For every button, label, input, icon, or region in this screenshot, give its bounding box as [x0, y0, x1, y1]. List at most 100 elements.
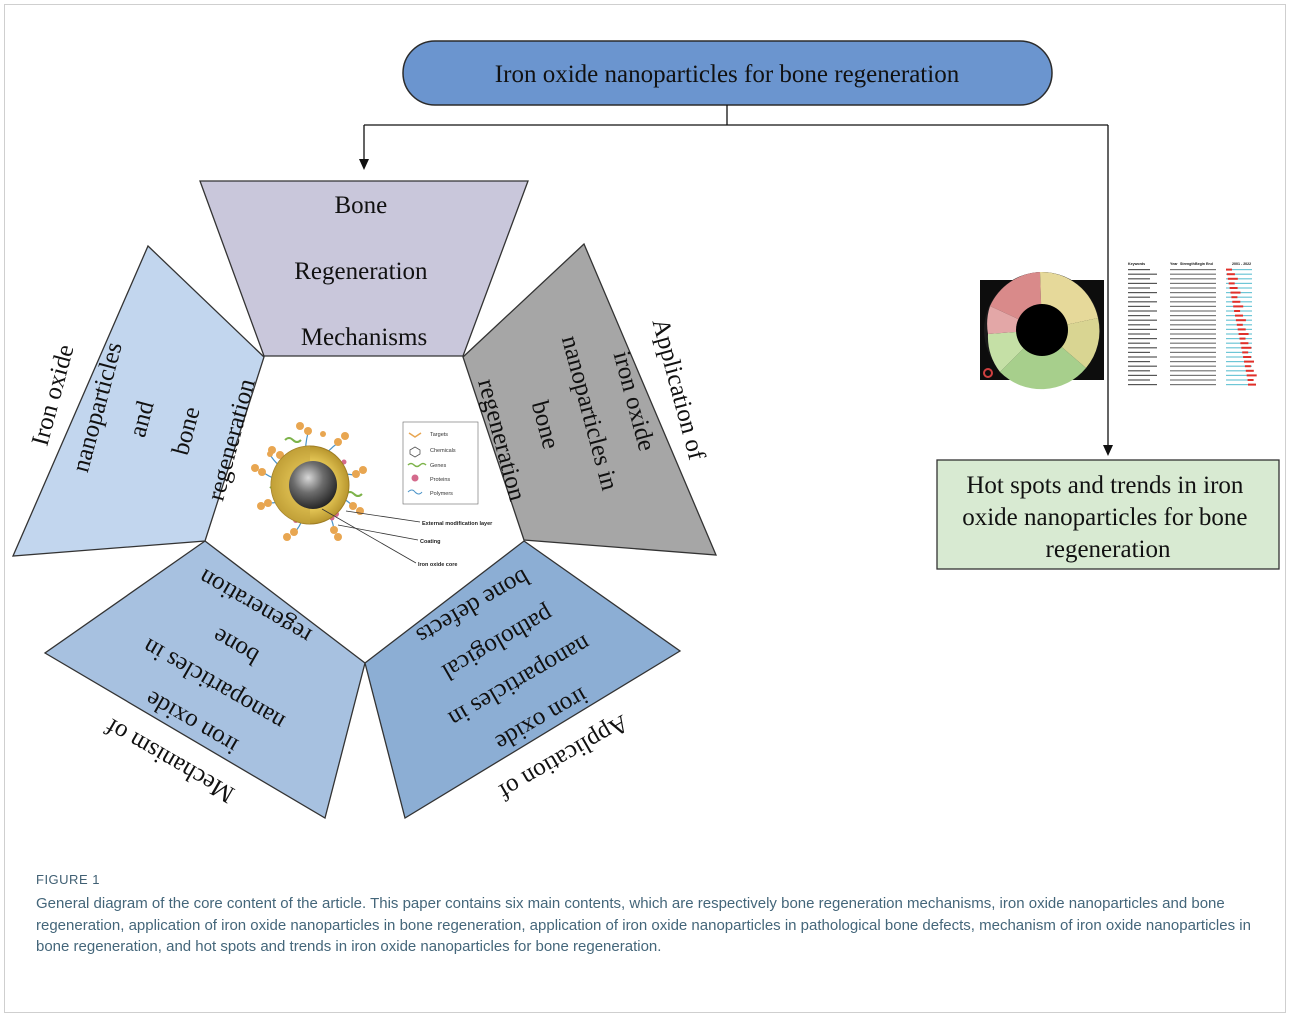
table-row-values-placeholder	[1170, 269, 1216, 271]
table-row-placeholder	[1128, 333, 1150, 335]
figure-caption: FIGURE 1 General diagram of the core con…	[36, 872, 1256, 958]
svg-text:Keywords Year Stre: Keywords Year Strength Begin End 2001 - …	[1128, 262, 1251, 266]
table-row-placeholder	[1128, 278, 1150, 280]
table-row-placeholder	[1128, 287, 1150, 289]
title-text: Iron oxide nanoparticles for bone regene…	[495, 61, 960, 88]
top-line-1: Bone	[334, 192, 387, 219]
label-external-layer: External modification layer	[422, 521, 493, 527]
burst-highlight-bar	[1241, 346, 1252, 349]
burst-highlight-bar	[1246, 374, 1257, 377]
table-row-values-placeholder	[1170, 273, 1216, 275]
table-row-placeholder	[1128, 365, 1157, 367]
caption-text: General diagram of the core content of t…	[36, 895, 1251, 955]
arrowhead-right	[1103, 445, 1113, 456]
burst-highlight-bar	[1226, 273, 1235, 276]
table-row-values-placeholder	[1170, 365, 1216, 367]
table-header-begin: Begin	[1195, 262, 1205, 266]
label-coating: Coating	[420, 539, 440, 545]
burst-highlight-bar	[1247, 379, 1254, 381]
table-row-placeholder	[1128, 374, 1157, 376]
table-row-placeholder	[1128, 351, 1150, 353]
legend-polymers: Polymers	[430, 491, 453, 497]
table-row-placeholder	[1128, 319, 1157, 321]
wheel-segment-green	[1000, 330, 1086, 390]
svg-text:Bone Regeneration Mech: Bone Regeneration Mechanisms	[294, 192, 434, 351]
legend-chemicals: Chemicals	[430, 448, 456, 454]
table-row-values-placeholder	[1170, 305, 1216, 307]
table-row-placeholder	[1128, 356, 1157, 358]
arrowhead-left	[359, 159, 369, 170]
table-row-values-placeholder	[1170, 310, 1216, 312]
table-row-placeholder	[1128, 379, 1150, 381]
table-row-placeholder	[1128, 269, 1150, 271]
burst-highlight-bar	[1238, 333, 1249, 335]
burst-highlight-bar	[1244, 365, 1251, 368]
table-row-placeholder	[1128, 292, 1157, 294]
burst-highlight-bar	[1228, 282, 1235, 285]
table-row-placeholder	[1128, 370, 1150, 372]
burst-timeline-bar	[1226, 296, 1252, 298]
section-bone-regeneration-mechanisms	[199, 180, 529, 357]
connector-lines	[363, 105, 1109, 446]
table-row-placeholder	[1128, 305, 1150, 307]
table-row-values-placeholder	[1170, 287, 1216, 289]
table-row-values-placeholder	[1170, 370, 1216, 372]
burst-highlight-bar	[1229, 287, 1238, 289]
table-row-values-placeholder	[1170, 282, 1216, 284]
section-application-in-pathological-defects	[364, 540, 682, 820]
burst-timeline-bar	[1226, 361, 1252, 363]
burst-timeline-bar	[1226, 351, 1252, 353]
burst-timeline-bar	[1226, 342, 1252, 344]
burst-timeline-bar	[1226, 338, 1252, 340]
top-line-2: Regeneration	[294, 258, 428, 285]
burst-timeline-bar	[1226, 273, 1252, 275]
keyword-cluster-wheel	[980, 271, 1104, 390]
burst-highlight-bar	[1243, 356, 1252, 358]
burst-highlight-bar	[1245, 369, 1254, 372]
table-row-values-placeholder	[1170, 379, 1216, 381]
table-row-placeholder	[1128, 273, 1157, 275]
section-mechanism-in-bone-regeneration	[43, 540, 366, 819]
burst-timeline-bar	[1226, 370, 1252, 372]
burst-highlight-bar	[1227, 277, 1238, 280]
table-row-placeholder	[1128, 347, 1157, 349]
nanoparticle-illustration: External modification layer Coating Iron…	[251, 422, 493, 568]
svg-text:Targets Chemicals: Targets Chemicals Genes Proteins Polymer…	[430, 432, 457, 497]
chemicals-icon	[409, 446, 421, 458]
burst-timeline-bar	[1226, 278, 1252, 280]
table-row-values-placeholder	[1170, 315, 1216, 317]
burst-highlight-bar	[1234, 310, 1241, 312]
table-row-placeholder	[1128, 282, 1157, 284]
table-row-values-placeholder	[1170, 374, 1216, 376]
table-header-keywords: Keywords	[1128, 262, 1145, 266]
burst-highlight-bar	[1237, 328, 1246, 331]
diagram-canvas: Iron oxide nanoparticles for bone regene…	[11, 40, 1280, 820]
wheel-logo-icon	[983, 368, 993, 378]
table-row-placeholder	[1128, 310, 1157, 312]
burst-highlight-bar	[1232, 300, 1241, 303]
table-row-values-placeholder	[1170, 324, 1216, 326]
burst-timeline-bar	[1226, 287, 1252, 289]
table-row-placeholder	[1128, 324, 1150, 326]
targets-icon	[408, 432, 422, 438]
svg-text:Hot spots and trends in iron: Hot spots and trends in iron oxide nanop…	[962, 472, 1254, 563]
table-row-values-placeholder	[1170, 296, 1216, 298]
proteins-icon	[411, 474, 419, 482]
burst-highlight-bar	[1230, 291, 1241, 294]
burst-timeline-bar	[1226, 379, 1252, 381]
table-row-values-placeholder	[1170, 278, 1216, 280]
burst-highlight-bar	[1236, 323, 1243, 326]
table-row-placeholder	[1128, 315, 1150, 317]
legend-targets: Targets	[430, 432, 448, 438]
burst-highlight-bar	[1239, 337, 1246, 340]
iron-oxide-core	[289, 461, 337, 509]
hotspot-line-3: regeneration	[1046, 536, 1171, 563]
burst-highlight-bar	[1248, 383, 1256, 386]
table-row-values-placeholder	[1170, 347, 1216, 349]
burst-timeline-bar	[1226, 347, 1252, 349]
burst-highlight-bar	[1240, 342, 1249, 345]
section-hot-spots-and-trends	[936, 459, 1280, 570]
burst-highlight-bar	[1244, 360, 1254, 363]
table-row-values-placeholder	[1170, 333, 1216, 335]
table-row-values-placeholder	[1170, 328, 1216, 330]
